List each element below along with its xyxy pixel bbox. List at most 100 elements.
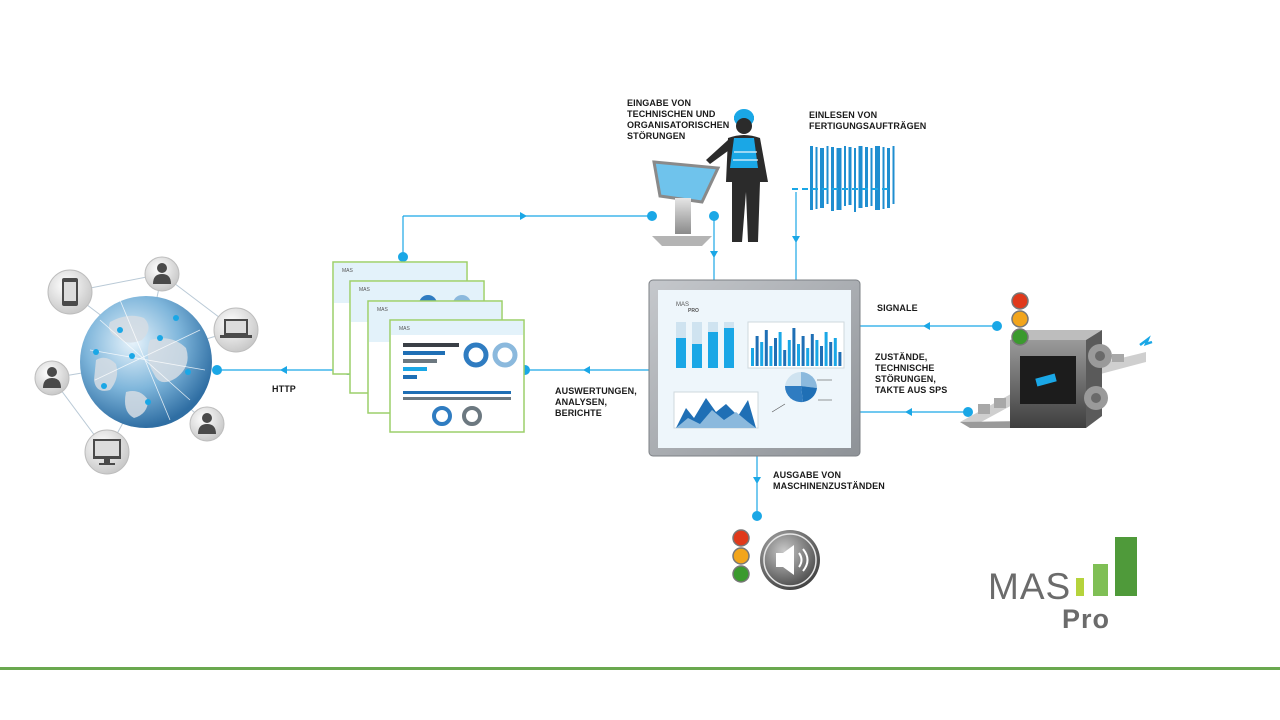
zustaende-label: ZUSTÄNDE, TECHNISCHE STÖRUNGEN, TAKTE AU… (875, 352, 947, 396)
zustaende-line-4: TAKTE AUS SPS (875, 385, 948, 395)
mini-bar (760, 342, 764, 366)
barcode-stripe (854, 148, 856, 212)
barcode-stripe (836, 148, 842, 210)
auswertungen-label: AUSWERTUNGEN, ANALYSEN, BERICHTE (555, 386, 637, 419)
report-sheet-front: MAS (389, 319, 525, 433)
mini-bar (806, 348, 810, 366)
connector-arrows (280, 212, 930, 484)
mini-bar (820, 346, 823, 366)
barcode-stripe (870, 148, 873, 206)
mini-bar (783, 350, 787, 366)
mini-bar (769, 346, 773, 366)
barcode-stripe (892, 146, 895, 204)
mini-bar (838, 352, 842, 366)
laptop-icon (220, 319, 252, 338)
barcode-stripe (887, 148, 890, 208)
smartphone-icon (62, 278, 78, 306)
http-label: HTTP (272, 384, 296, 394)
barcode-stripe (826, 146, 829, 204)
scan-dash (862, 188, 868, 190)
mini-bar (774, 338, 777, 366)
user-icon (153, 263, 171, 284)
barcode-stripe (882, 147, 885, 209)
scan-dash (792, 188, 798, 190)
auswertungen-line-3: BERICHTE (555, 408, 602, 418)
traffic-light-icon (732, 529, 750, 583)
bar-chart-frame (747, 321, 845, 369)
kiosk-icon (652, 160, 721, 246)
report-logo-text: MAS (399, 326, 411, 332)
footer-divider (0, 667, 1280, 670)
mini-bar (815, 340, 819, 366)
ausgabe-line-2: MASCHINENZUSTÄNDEN (773, 481, 885, 491)
barcode-stripe (815, 147, 818, 209)
barcode-stripe (844, 146, 846, 206)
maspro-logo-pro: Pro (1062, 604, 1111, 634)
scan-dash (812, 188, 818, 190)
zustaende-line-2: TECHNISCHE (875, 363, 935, 373)
monitor-node (84, 429, 130, 475)
barcode-stripe (848, 147, 852, 205)
auswertungen-line-1: AUSWERTUNGEN, (555, 386, 637, 396)
signale-label: SIGNALE (877, 303, 918, 313)
scan-dash (832, 188, 838, 190)
barcode-stripe (831, 147, 834, 211)
zustaende-line-1: ZUSTÄNDE, (875, 352, 928, 362)
worker-icon (706, 109, 768, 242)
user-node-top (144, 256, 180, 292)
scan-dash (872, 188, 878, 190)
traffic-light-icon (1011, 292, 1029, 346)
smartphone-node (47, 269, 93, 315)
mini-bar (801, 336, 805, 366)
mini-bar (824, 332, 828, 366)
scan-dash (802, 188, 808, 190)
barcode-stripe (858, 146, 863, 208)
barcode-stripe (875, 146, 880, 210)
monitor-icon (93, 439, 121, 465)
mini-bar (751, 348, 754, 366)
maspro-logo-mas: MAS (988, 566, 1072, 607)
report-logo-text: MAS (377, 307, 389, 313)
mini-bar (810, 334, 814, 366)
scan-dash (842, 188, 848, 190)
laptop-node (213, 307, 259, 353)
mini-bar (755, 336, 759, 366)
report-logo-text: MAS (359, 287, 371, 293)
speaker-icon (760, 530, 820, 590)
mini-bar (787, 340, 791, 366)
scan-dash (852, 188, 858, 190)
barcode-stripe (820, 148, 824, 208)
user-node-right (189, 406, 225, 442)
scan-dash (822, 188, 828, 190)
ausgabe-line-1: AUSGABE VON (773, 470, 842, 480)
zustaende-line-3: STÖRUNGEN, (875, 374, 937, 384)
cylinder-chart (676, 322, 734, 368)
mini-bar (792, 328, 796, 366)
dashboard-monitor: MAS PRO (648, 279, 861, 457)
eingabe-line-2: TECHNISCHEN UND (627, 109, 716, 119)
bar-chart (747, 321, 845, 369)
barcode-stripe (810, 146, 813, 210)
eingabe-line-1: EINGABE VON (627, 98, 692, 108)
barcode-stripe (865, 147, 868, 207)
report-stack: MAS MAS MAS MAS (332, 261, 525, 433)
mini-bar (833, 338, 837, 366)
machine-icon (960, 330, 1153, 428)
auswertungen-line-2: ANALYSEN, (555, 397, 608, 407)
barcode-icon (792, 146, 895, 212)
mini-bar (797, 344, 800, 366)
globe-network (34, 256, 259, 475)
einlesen-line-1: EINLESEN VON (809, 110, 878, 120)
mini-bar (829, 342, 833, 366)
area-chart (673, 391, 759, 429)
monitor-logo-text: MAS (676, 302, 689, 308)
report-logo-text: MAS (342, 268, 354, 274)
pie-chart (771, 371, 832, 413)
monitor-logo-pro: PRO (688, 308, 699, 314)
ausgabe-label: AUSGABE VON MASCHINENZUSTÄNDEN (773, 470, 885, 492)
eingabe-line-3: ORGANISATORISCHEN (627, 120, 730, 130)
maspro-logo-bars (1076, 537, 1137, 596)
einlesen-label: EINLESEN VON FERTIGUNGSAUFTRÄGEN (809, 110, 926, 132)
user-icon (198, 413, 216, 434)
